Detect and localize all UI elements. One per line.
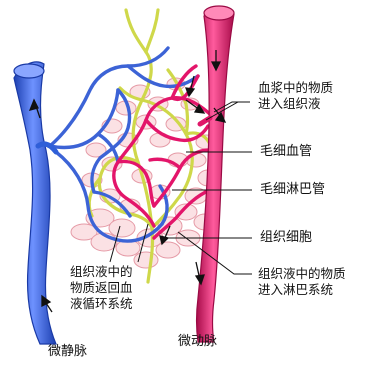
venule-opening — [14, 64, 44, 78]
label-arteriole: 微动脉 — [178, 334, 217, 349]
label-tissue-to-blood-3: 液循环系统 — [70, 296, 133, 311]
arteriole-opening — [204, 6, 234, 20]
label-tissue-cells: 组织细胞 — [260, 230, 312, 245]
label-capillary: 毛细血管 — [260, 144, 312, 159]
label-lymph-capillary: 毛细淋巴管 — [260, 182, 325, 197]
label-tissue-to-blood-2: 物质返回血 — [70, 280, 133, 295]
label-venule: 微静脉 — [48, 344, 87, 359]
label-tissue-to-lymph-1: 组织液中的物质 — [258, 266, 346, 281]
label-tissue-to-blood-1: 组织液中的 — [70, 264, 133, 279]
label-plasma-to-tissue-1: 血浆中的物质 — [258, 80, 333, 95]
label-tissue-to-lymph-2: 进入淋巴系统 — [258, 282, 333, 297]
label-plasma-to-tissue-2: 进入组织液 — [258, 96, 321, 111]
